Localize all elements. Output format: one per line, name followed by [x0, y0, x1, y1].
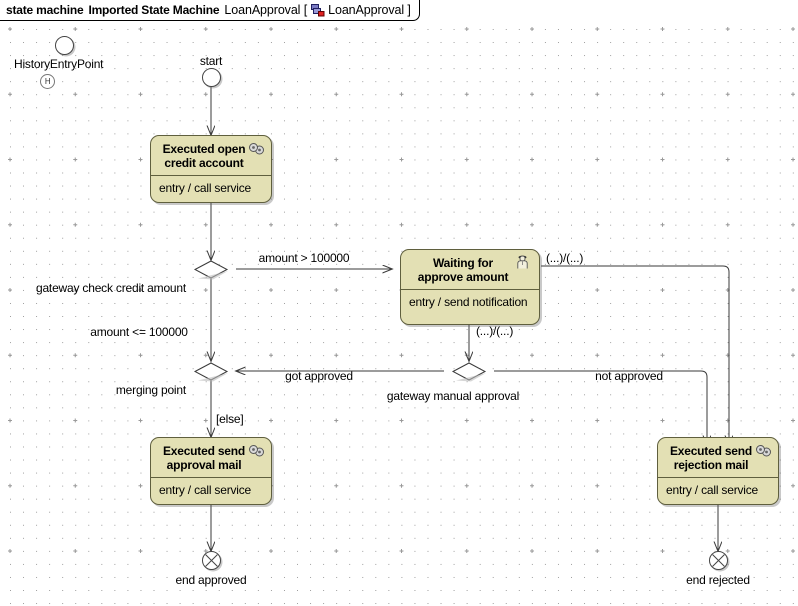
start-label: start	[199, 54, 223, 68]
state-title-approval-mail: Executed send approval mail	[151, 438, 271, 477]
diagram-kind-label: state machine	[6, 3, 84, 17]
page-title: Imported State Machine	[88, 3, 220, 17]
person-icon	[514, 254, 531, 269]
gears-icon	[755, 444, 772, 459]
state-separator	[658, 477, 778, 478]
state-body-open-credit: entry / call service	[159, 181, 252, 195]
state-title-line1: Executed send	[669, 444, 753, 458]
state-body-approval-mail: entry / call service	[159, 483, 252, 497]
diagram-ref-label: LoanApproval ]	[328, 3, 411, 17]
merging-point-diamond[interactable]	[194, 362, 230, 382]
state-body-waiting: entry / send notification	[409, 295, 528, 309]
gateway-check-credit-amount-diamond[interactable]	[194, 260, 230, 280]
state-separator	[401, 289, 539, 290]
gateway-check-credit-amount-label: gateway check credit amount	[35, 281, 186, 295]
state-title-line2: rejection mail	[673, 458, 749, 472]
history-glyph: H	[44, 77, 51, 86]
state-title-line1: Waiting for	[432, 256, 493, 270]
diagram-open-bracket-label: LoanApproval [	[224, 3, 308, 17]
state-separator	[151, 477, 271, 478]
end-rejected-node[interactable]	[709, 551, 728, 570]
end-approved-node[interactable]	[202, 551, 221, 570]
transition-label-amount-greater: amount > 100000	[258, 251, 350, 265]
gears-icon	[248, 444, 265, 459]
end-approved-label: end approved	[175, 573, 247, 587]
transition-label-amount-less-equal: amount <= 100000	[90, 325, 188, 339]
state-title-open-credit: Executed open credit account	[151, 136, 271, 175]
state-executed-send-rejection-mail[interactable]: Executed send rejection mail entry / cal…	[657, 437, 779, 505]
diagram-canvas[interactable]: HistoryEntryPoint H start Executed open …	[0, 20, 798, 606]
start-node[interactable]	[202, 68, 221, 87]
history-entry-point-label: HistoryEntryPoint	[14, 57, 104, 71]
transition-label-not-approved: not approved	[595, 369, 663, 383]
state-title-line1: Executed send	[162, 444, 246, 458]
gateway-manual-approval-diamond[interactable]	[452, 362, 488, 382]
history-entry-point-circle[interactable]	[55, 36, 74, 55]
merging-point-label: merging point	[115, 383, 186, 397]
state-title-line2: approve amount	[417, 270, 509, 284]
diagram-title-tab[interactable]: state machine Imported State Machine Loa…	[0, 0, 420, 21]
state-executed-open-credit-account[interactable]: Executed open credit account entry / cal…	[150, 135, 272, 203]
state-title-waiting: Waiting for approve amount	[401, 250, 539, 289]
state-machine-icon	[311, 3, 325, 17]
state-title-rejection-mail: Executed send rejection mail	[658, 438, 778, 477]
state-title-line2: approval mail	[166, 458, 242, 472]
diagram-titlebar: state machine Imported State Machine Loa…	[0, 0, 798, 21]
gateway-manual-approval-label: gateway manual approval	[386, 389, 520, 403]
state-waiting-for-approve-amount[interactable]: Waiting for approve amount entry / send …	[400, 249, 540, 325]
gears-icon	[248, 142, 265, 157]
state-executed-send-approval-mail[interactable]: Executed send approval mail entry / call…	[150, 437, 272, 505]
state-title-line2: credit account	[164, 156, 244, 170]
state-separator	[151, 175, 271, 176]
transition-label-else: [else]	[216, 412, 244, 426]
grid-crosshairs	[8, 27, 795, 553]
history-state-icon[interactable]: H	[40, 74, 55, 89]
state-title-line1: Executed open	[162, 142, 246, 156]
transition-label-got-approved: got approved	[285, 369, 353, 383]
transition-edges	[0, 86, 798, 606]
transition-label-timeout-mid: (...)/(...)	[476, 324, 514, 338]
transition-label-timeout-top: (...)/(...)	[546, 251, 584, 265]
state-body-rejection-mail: entry / call service	[666, 483, 759, 497]
edge-waiting-timeout-to-rejection	[541, 265, 729, 445]
end-rejected-label: end rejected	[686, 573, 750, 587]
